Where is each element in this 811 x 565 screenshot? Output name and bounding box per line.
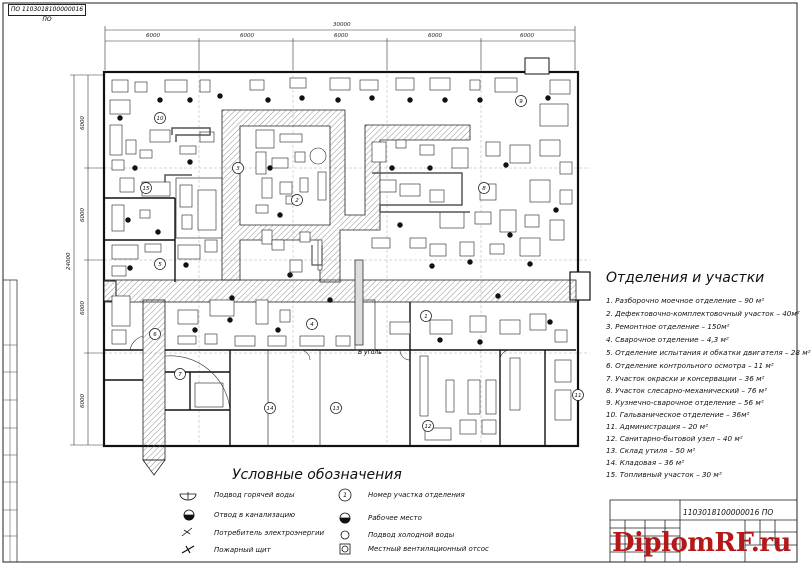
conveyor-track <box>171 127 211 142</box>
legend-workplace: Рабочее место <box>368 514 422 522</box>
left-span-dimension-1: 6000 <box>80 116 86 130</box>
legend-fire-board: Пожарный щит <box>214 546 271 554</box>
room-number-14: 14 <box>267 406 274 412</box>
room-number-2: 2 <box>295 198 299 204</box>
room-number-15: 15 <box>143 186 150 192</box>
section-item: 4. Сварочное отделение – 4,3 м² <box>606 335 729 344</box>
section-item: 10. Гальваническое отделение – 36м² <box>606 410 750 419</box>
section-item: 12. Санитарно-бытовой узел – 40 м² <box>606 434 743 443</box>
building-outline <box>102 70 580 448</box>
left-total-dimension: 24000 <box>66 252 72 271</box>
section-item: 9. Кузнечно-сварочное отделение – 56 м² <box>606 398 764 407</box>
room-number-11: 11 <box>575 393 582 399</box>
left-passage <box>142 299 166 461</box>
legend-symbols <box>179 488 352 555</box>
legend-hot-water: Подвод горячей воды <box>214 491 295 499</box>
room-number-13: 13 <box>333 406 340 412</box>
room-number-8: 8 <box>482 186 486 192</box>
watermark: DiplomRF.ru <box>612 528 791 558</box>
sections-title: Отделения и участки <box>606 270 765 286</box>
span-dimension-2: 6000 <box>240 33 254 39</box>
legend-section-number: Номер участка отделения <box>368 491 465 499</box>
room-number-9: 9 <box>519 99 523 105</box>
span-dimension-5: 6000 <box>520 33 534 39</box>
room-number-3: 3 <box>236 166 240 172</box>
span-dimension-4: 6000 <box>428 33 442 39</box>
section-item: 15. Топливный участок – 30 м² <box>606 470 722 479</box>
section-item: 1. Разборочно моечное отделение – 90 м² <box>606 296 765 305</box>
room-number-7: 7 <box>178 372 182 378</box>
section-item: 8. Участок слесарно-механический – 76 м² <box>606 386 767 395</box>
left-dimension-lines <box>70 74 104 446</box>
room-number-10: 10 <box>157 116 164 122</box>
section-item: 7. Участок окраски и консервации – 36 м² <box>606 374 765 383</box>
section-item: 3. Ремонтное отделение – 150м² <box>606 322 730 331</box>
section-item: 14. Кладовая – 36 м² <box>606 458 685 467</box>
span-dimension-3: 6000 <box>334 33 348 39</box>
legend-title: Условные обозначения <box>232 467 402 483</box>
section-item: 13. Склад утиля – 50 м² <box>606 446 696 455</box>
workplace-markers <box>117 93 559 345</box>
room-number-5: 5 <box>158 262 162 268</box>
equipment <box>109 77 573 441</box>
legend-cold-water: Подвод холодной воды <box>368 531 455 539</box>
title-block <box>609 499 798 563</box>
legend-drain: Отвод в канализацию <box>214 511 296 519</box>
room-number-4: 4 <box>310 322 314 328</box>
room-number-circles <box>140 95 584 432</box>
stamp-code: ПО 1103018100000016 ПО <box>8 4 86 23</box>
gate-top <box>524 57 550 75</box>
svg-text:1: 1 <box>343 492 347 499</box>
entry-label: В уголь <box>358 349 382 356</box>
span-dimension-1: 6000 <box>146 33 160 39</box>
left-span-dimension-4: 6000 <box>80 394 86 408</box>
room-number-6: 6 <box>153 332 157 338</box>
section-item: 11. Администрация – 20 м² <box>606 422 708 431</box>
room-number-1: 1 <box>424 314 428 320</box>
left-span-dimension-3: 6000 <box>80 301 86 315</box>
top-dimension-lines <box>104 26 576 70</box>
central-loop-passage <box>221 109 471 283</box>
section-item: 2. Дефектовочно-комплектовочный участок … <box>606 309 800 318</box>
overall-dimension: 30000 <box>333 22 351 28</box>
left-span-dimension-2: 6000 <box>80 208 86 222</box>
legend-ventilation: Местный вентиляционный отсос <box>368 545 489 553</box>
section-item: 6. Отделение контрольного осмотра – 11 м… <box>606 361 774 370</box>
section-item: 5. Отделение испытания и обкатки двигате… <box>606 348 811 357</box>
title-block-code: 1103018100000016 ПО <box>683 508 774 517</box>
main-corridor <box>103 279 577 303</box>
legend-power-consumer: Потребитель электроэнергии <box>214 529 325 537</box>
room-number-12: 12 <box>425 424 432 430</box>
